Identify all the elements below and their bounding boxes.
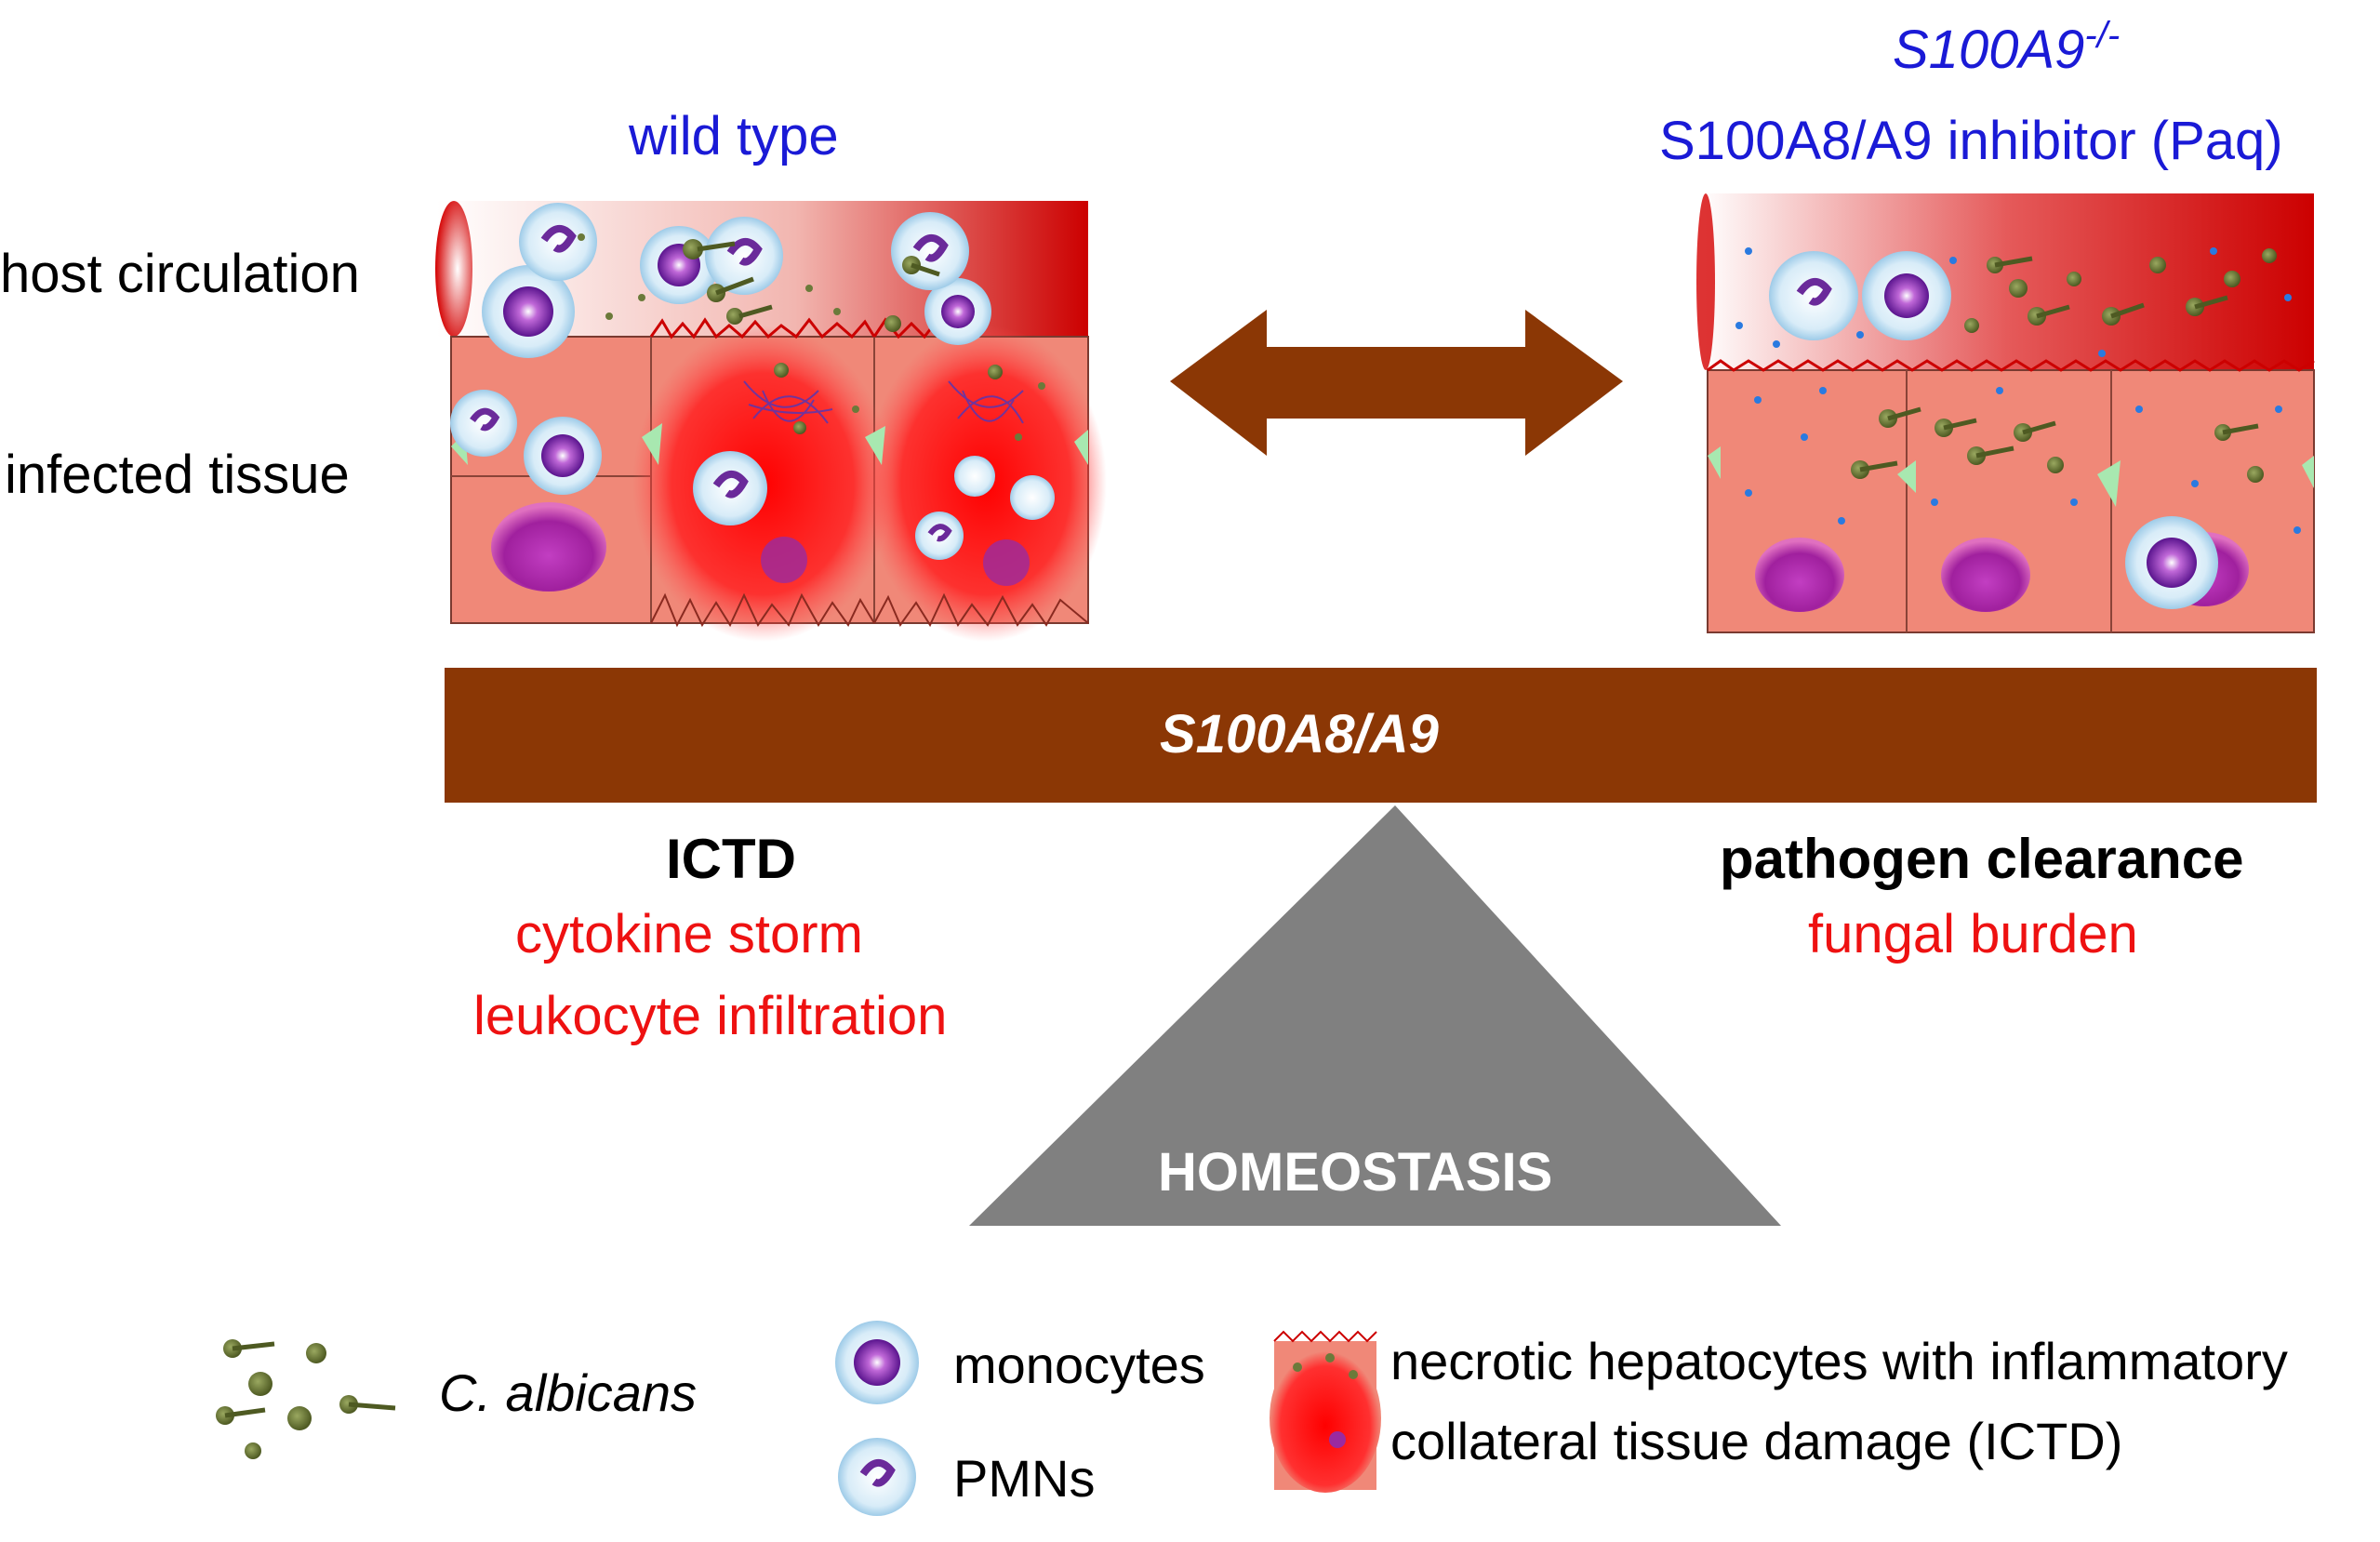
wild-type-panel (435, 201, 1107, 642)
knockout-label: S100A9-/- (1893, 17, 2120, 77)
balance-beam (445, 668, 2317, 803)
cytokine-storm-label: cytokine storm (515, 904, 863, 964)
legend-candida-label: C. albicans (439, 1363, 698, 1422)
legend-candida-icon (216, 1339, 396, 1459)
legend-ictd-icon (1270, 1330, 1381, 1493)
beam-label: S100A8/A9 (1160, 704, 1439, 764)
ictd-title: ICTD (666, 828, 796, 890)
hepatocyte-nucleus (491, 502, 606, 592)
leukocyte-infiltration-label: leukocyte infiltration (473, 986, 948, 1046)
infected-tissue-label: infected tissue (5, 445, 350, 505)
vessel-opening-left (435, 201, 472, 337)
inhibitor-label: S100A8/A9 inhibitor (Paq) (1659, 111, 2283, 171)
host-circulation-label: host circulation (0, 244, 360, 304)
homeostasis-label: HOMEOSTASIS (1158, 1142, 1553, 1203)
fungal-burden-label: fungal burden (1808, 904, 2138, 964)
legend-monocyte-icon (835, 1321, 919, 1404)
inhibitor-dots (1735, 247, 2301, 534)
wild-type-label: wild type (629, 106, 839, 166)
legend-monocytes-label: monocytes (953, 1336, 1205, 1394)
knockout-gene: S100A9 (1893, 20, 2085, 80)
legend-ictd-line1: necrotic hepatocytes with inflammatory (1390, 1332, 2288, 1390)
pathogen-clearance-title: pathogen clearance (1720, 828, 2244, 890)
homeostasis-fulcrum (969, 805, 1781, 1226)
monocyte-group-left (482, 226, 991, 495)
legend-pmns-label: PMNs (953, 1449, 1096, 1508)
knockout-panel (1696, 193, 2315, 633)
double-arrow (1170, 310, 1623, 456)
candida-cells-left (683, 239, 1003, 434)
knockout-superscript: -/- (2084, 15, 2121, 56)
candida-cells-right (1851, 248, 2277, 483)
legend-ictd-line2: collateral tissue damage (ICTD) (1390, 1412, 2123, 1470)
legend-pmn-icon (838, 1438, 916, 1516)
pmn-group-left (450, 203, 1055, 560)
